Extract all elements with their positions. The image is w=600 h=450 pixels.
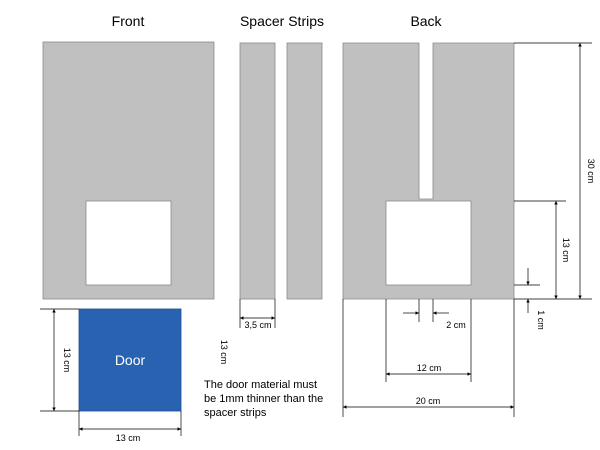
opening-height-label: 13 cm <box>561 238 571 263</box>
note-line-3: spacer strips <box>204 407 267 419</box>
opening-height-dimension: 13 cm <box>514 200 571 299</box>
slot-width-label: 2 cm <box>446 320 466 330</box>
spacer-strip-left <box>239 42 276 300</box>
door-panel: Door <box>78 308 182 412</box>
opening-width-dimension: 12 cm <box>385 299 472 382</box>
material-note: The door material must be 1mm thinner th… <box>204 379 326 419</box>
door-height-dimension: 13 cm <box>40 308 79 412</box>
note-line-2: be 1mm thinner than the <box>204 393 323 405</box>
back-panel <box>342 42 515 300</box>
door-height-label: 13 cm <box>62 348 72 373</box>
spacer-strip-right <box>286 42 323 300</box>
front-panel <box>42 41 215 300</box>
bottom-gap-dimension: 1 cm <box>514 268 546 330</box>
back-opening <box>385 200 472 286</box>
front-title: Front <box>112 13 145 29</box>
door-width-dimension: 13 cm <box>78 411 182 443</box>
spacer-width-label: 3,5 cm <box>244 320 271 330</box>
door-label: Door <box>115 352 146 368</box>
door-width-label: 13 cm <box>116 433 141 443</box>
back-width-dimension: 20 cm <box>342 299 515 417</box>
back-height-dimension: 30 cm <box>514 42 596 300</box>
opening-width-label: 12 cm <box>417 363 442 373</box>
slot-width-dimension: 2 cm <box>403 299 466 330</box>
note-line-1: The door material must <box>204 379 317 391</box>
bottom-gap-label: 1 cm <box>536 310 546 330</box>
spacer-width-dimension: 3,5 cm <box>239 299 276 330</box>
spacer-length-label: 13 cm <box>219 340 229 365</box>
back-height-label: 30 cm <box>586 159 596 184</box>
back-title: Back <box>410 13 442 29</box>
front-opening <box>85 200 172 286</box>
spacer-strips-title: Spacer Strips <box>240 13 324 29</box>
back-width-label: 20 cm <box>416 396 441 406</box>
